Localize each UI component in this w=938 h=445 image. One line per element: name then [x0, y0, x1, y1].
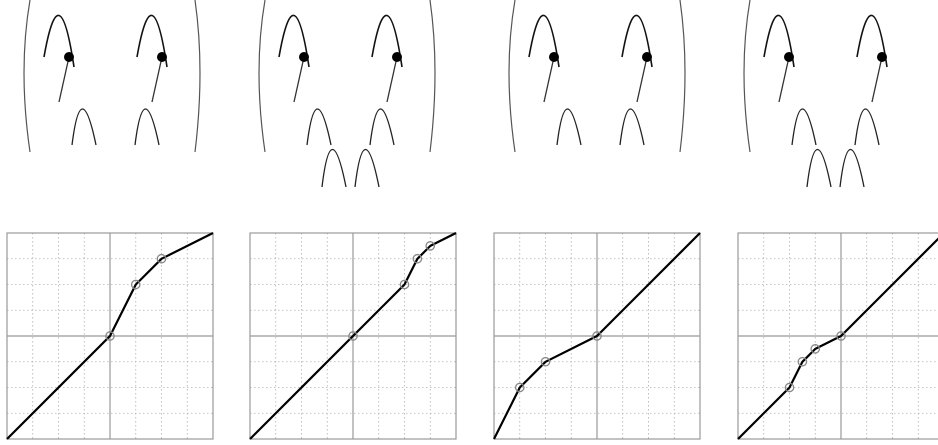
data-point-marker: [810, 344, 821, 354]
chart-panel-3: [493, 232, 701, 440]
sub-arch-left: [556, 108, 582, 146]
sub-arch-left: [306, 108, 332, 146]
series-line: [737, 237, 938, 440]
arch-left: [528, 14, 560, 68]
node-right: [392, 52, 402, 62]
node-left: [549, 52, 559, 62]
bracket-right: [194, 0, 201, 153]
node-left: [784, 52, 794, 62]
data-point-marker: [836, 331, 846, 341]
arch-left: [278, 14, 310, 68]
arch-right: [621, 14, 653, 68]
sub-arch-right: [619, 108, 645, 146]
data-point-marker: [797, 356, 808, 367]
trunk-left: [293, 56, 305, 103]
chart-panel-2: [249, 232, 457, 440]
arch-right: [371, 14, 403, 68]
data-point-marker: [105, 331, 115, 341]
plot-frame: [737, 232, 938, 440]
arch-left: [43, 14, 75, 68]
data-point-marker: [784, 382, 795, 393]
data-point-marker: [425, 241, 436, 251]
plot-frame: [249, 232, 457, 440]
chart-panel-1: [6, 232, 214, 440]
series-line: [493, 232, 701, 440]
sub-arch-left: [791, 108, 817, 146]
trunk-left: [543, 56, 555, 103]
data-point-marker: [540, 356, 551, 367]
tree-panel-1: [23, 0, 201, 153]
data-point-marker: [514, 382, 525, 393]
trunk-left: [778, 56, 790, 103]
trunk-right: [636, 56, 648, 103]
arch-left: [763, 14, 795, 68]
bracket-right: [429, 0, 436, 153]
sub-arch-left: [71, 108, 97, 146]
bracket-left: [508, 0, 516, 153]
tree-panel-3: [508, 0, 686, 153]
trunk-right: [386, 56, 398, 103]
deep-arch-left: [321, 149, 347, 188]
tree-panel-2: [258, 0, 436, 188]
chart-panel-4: [737, 232, 938, 440]
bracket-left: [743, 0, 751, 153]
trunk-right: [871, 56, 883, 103]
data-point-marker: [399, 279, 410, 290]
arch-right: [856, 14, 888, 68]
data-point-marker: [412, 253, 423, 264]
node-right: [877, 52, 887, 62]
data-point-marker: [130, 279, 141, 290]
bracket-left: [258, 0, 266, 153]
bracket-left: [23, 0, 31, 153]
series-line: [6, 232, 214, 440]
plot-frame: [493, 232, 701, 440]
data-point-marker: [156, 253, 167, 264]
node-right: [642, 52, 652, 62]
arch-right: [136, 14, 168, 68]
trunk-left: [58, 56, 70, 103]
node-left: [299, 52, 309, 62]
deep-arch-left: [806, 149, 832, 188]
data-point-marker: [348, 331, 358, 341]
deep-arch-right: [354, 149, 380, 188]
tree-panel-4: [743, 0, 888, 188]
bracket-right: [679, 0, 686, 153]
deep-arch-right: [839, 149, 865, 188]
sub-arch-right: [854, 108, 880, 146]
data-point-marker: [592, 331, 602, 341]
sub-arch-right: [369, 108, 395, 146]
plot-frame: [6, 232, 214, 440]
node-right: [157, 52, 167, 62]
node-left: [64, 52, 74, 62]
trunk-right: [151, 56, 163, 103]
sub-arch-right: [134, 108, 160, 146]
